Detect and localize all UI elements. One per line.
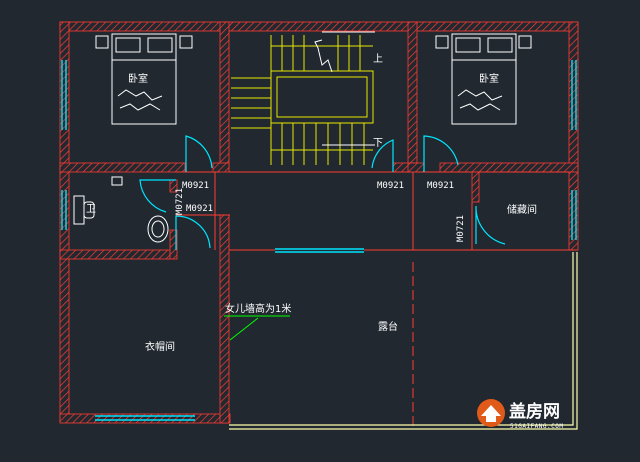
door-code-storage: M0721 — [456, 215, 466, 242]
stair-down-label: 下 — [373, 138, 383, 149]
room-label-terrace: 露台 — [378, 320, 398, 333]
walls — [59, 21, 579, 424]
door-swings — [139, 135, 506, 250]
room-label-bedroom-right: 卧室 — [479, 72, 499, 85]
watermark-brand: 盖房网 — [509, 401, 560, 422]
door-code-bath-a: M0921 — [182, 181, 209, 191]
door-code-stair: M0921 — [377, 181, 404, 191]
watermark-logo — [477, 399, 505, 427]
bed-left — [95, 33, 193, 125]
stair-arrows — [314, 31, 375, 146]
terrace-balustrade — [229, 252, 578, 430]
room-label-cloakroom: 衣帽间 — [145, 340, 175, 353]
door-code-right: M0921 — [427, 181, 454, 191]
stair-up-label: 上 — [373, 53, 383, 65]
windows — [61, 60, 577, 421]
door-code-bath-c: M0921 — [186, 204, 213, 214]
annotation-leader — [224, 315, 290, 341]
door-code-bath-b: M0721 — [175, 188, 185, 215]
parapet-note: 女儿墙高为1米 — [225, 302, 291, 315]
room-label-bedroom-left: 卧室 — [128, 72, 148, 85]
bathroom-fixtures — [73, 176, 169, 243]
room-label-storage: 储藏间 — [507, 203, 537, 216]
watermark-domain: 51GAIFANG.COM — [510, 423, 563, 430]
staircase — [231, 35, 374, 165]
room-label-bathroom: 卫 — [86, 204, 96, 215]
wall-lines — [176, 171, 578, 426]
bed-right — [435, 33, 532, 125]
